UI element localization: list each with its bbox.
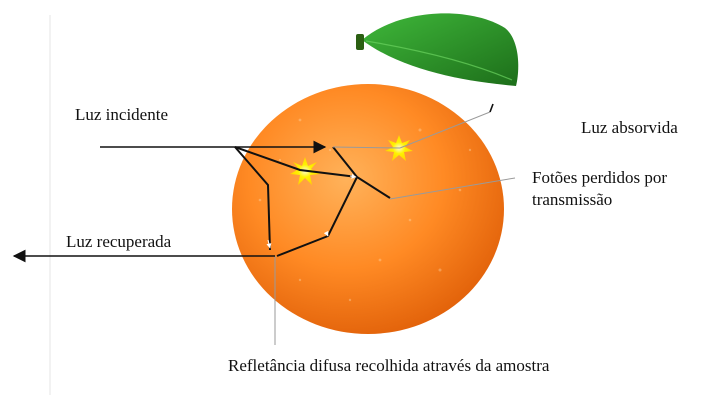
absorbed-pointer xyxy=(490,104,493,112)
recovered-light-label: Luz recuperada xyxy=(66,231,171,253)
orange-fruit xyxy=(232,84,504,334)
diffuse-reflectance-label: Refletância difusa recolhida através da … xyxy=(228,355,588,377)
orange-stem xyxy=(356,34,364,50)
lost-photons-label: Fotões perdidos por transmissão xyxy=(532,167,702,211)
absorbed-light-label: Luz absorvida xyxy=(581,117,678,139)
orange-leaf xyxy=(362,13,518,86)
incident-light-label: Luz incidente xyxy=(75,104,168,126)
